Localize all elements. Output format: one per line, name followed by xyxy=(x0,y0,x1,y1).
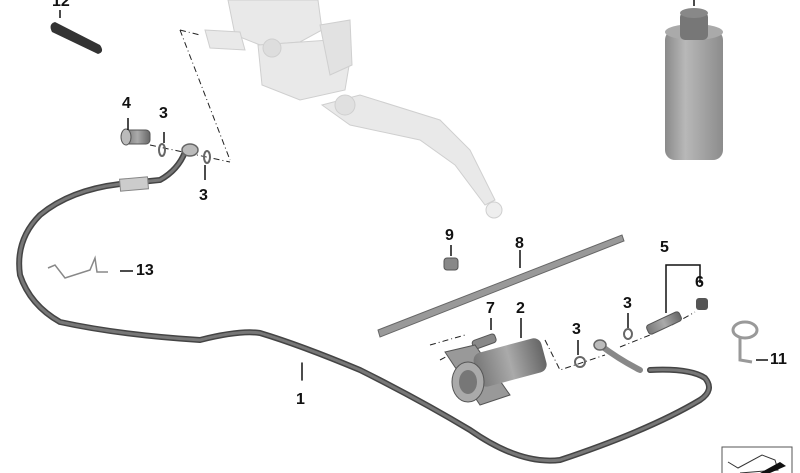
part-3-rings-lower xyxy=(574,313,633,368)
label-part-8[interactable]: 8 xyxy=(515,235,524,252)
part-8-push-rod xyxy=(377,234,625,338)
guide-lines xyxy=(149,29,696,371)
label-part-12[interactable]: 12 xyxy=(52,0,70,10)
part-2-slave-cylinder xyxy=(444,318,547,406)
master-cylinder-lever xyxy=(204,0,503,219)
label-part-6[interactable]: 6 xyxy=(695,274,704,291)
label-part-7[interactable]: 7 xyxy=(486,300,495,317)
part-12-strap xyxy=(50,10,103,54)
label-part-3-c[interactable]: 3 xyxy=(623,295,632,312)
label-part-9[interactable]: 9 xyxy=(445,227,454,244)
label-part-3-d[interactable]: 3 xyxy=(572,321,581,338)
label-part-3-a[interactable]: 3 xyxy=(159,105,168,122)
diagram-thumbnail-icon[interactable] xyxy=(721,446,793,473)
label-part-4[interactable]: 4 xyxy=(122,95,131,112)
label-part-2[interactable]: 2 xyxy=(516,300,525,317)
fluid-container xyxy=(665,0,723,160)
part-3-rings-upper xyxy=(158,132,211,180)
part-4-banjo-bolt xyxy=(120,118,151,146)
part-13-wire-clip xyxy=(47,255,133,279)
label-part-11[interactable]: 11 xyxy=(770,351,787,368)
part-1-hose xyxy=(16,143,712,464)
part-9-sleeve xyxy=(443,245,459,271)
label-part-13[interactable]: 13 xyxy=(136,262,154,279)
label-part-3-b[interactable]: 3 xyxy=(199,187,208,204)
part-5-bleeder-valve xyxy=(646,264,701,335)
label-part-5[interactable]: 5 xyxy=(660,239,669,256)
part-6-dust-cap xyxy=(696,298,708,310)
label-part-1[interactable]: 1 xyxy=(296,391,305,408)
part-11-clamp xyxy=(731,320,768,364)
